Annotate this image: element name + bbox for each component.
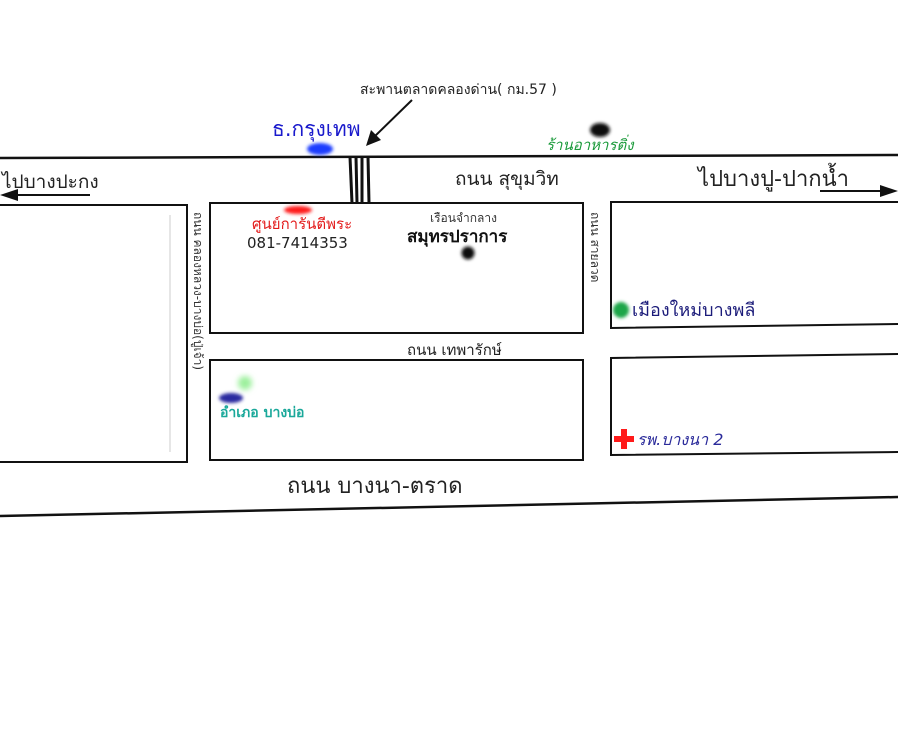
bridge-icon	[348, 156, 371, 204]
direction-west-label: ไปบางปะกง	[0, 171, 99, 193]
bangna-trat-south-edge	[0, 495, 898, 518]
road-right-vertical-label: ถนน สายลวด	[588, 212, 602, 282]
shop-marker-icon	[284, 206, 312, 214]
prison-marker-icon	[461, 246, 475, 260]
shop-phone: 081-7414353	[247, 234, 348, 252]
restaurant-label: ร้านอาหารติ่ง	[546, 134, 635, 154]
prison-small-label: เรือนจำกลาง	[430, 211, 497, 225]
block-west	[0, 204, 188, 463]
restaurant-marker-icon	[590, 123, 610, 137]
muang-mai-label: เมืองใหม่บางพลี	[632, 299, 755, 321]
arrow-right-icon	[820, 185, 898, 197]
road-thepharak-label: ถนน เทพารักษ์	[407, 341, 502, 359]
sukhumvit-north-edge	[0, 153, 898, 160]
district-glow-icon	[238, 376, 252, 390]
road-bangna-trat-label: ถนน บางนา-ตราด	[287, 474, 463, 499]
road-left-vertical-label: ถนน คลองหลวง-บางบ่อ(ปู่เจ้า)	[190, 212, 205, 370]
block-south-center	[209, 359, 584, 461]
block-north-center	[209, 202, 584, 334]
prison-label: สมุทรปราการ	[407, 227, 508, 247]
bank-marker-icon	[307, 143, 333, 155]
bridge-callout-label: สะพานตลาดคลองด่าน( กม.57 )	[360, 82, 557, 98]
hospital-cross-icon	[614, 429, 634, 449]
muang-mai-marker-icon	[613, 302, 629, 318]
district-marker-icon	[219, 393, 243, 403]
block-north-east	[610, 201, 898, 330]
road-sukhumvit-label: ถนน สุขุมวิท	[455, 168, 559, 191]
shop-label: ศูนย์การันตีพระ	[252, 215, 352, 233]
block-south-east	[610, 353, 898, 457]
direction-east-label: ไปบางปู-ปากน้ำ	[696, 163, 849, 192]
hospital-label: รพ.บางนา 2	[637, 430, 723, 449]
arrow-left-icon	[0, 189, 90, 201]
callout-arrow-icon	[366, 99, 413, 146]
bank-label: ธ.กรุงเทพ	[272, 117, 361, 142]
district-label: อำเภอ บางบ่อ	[220, 405, 304, 421]
